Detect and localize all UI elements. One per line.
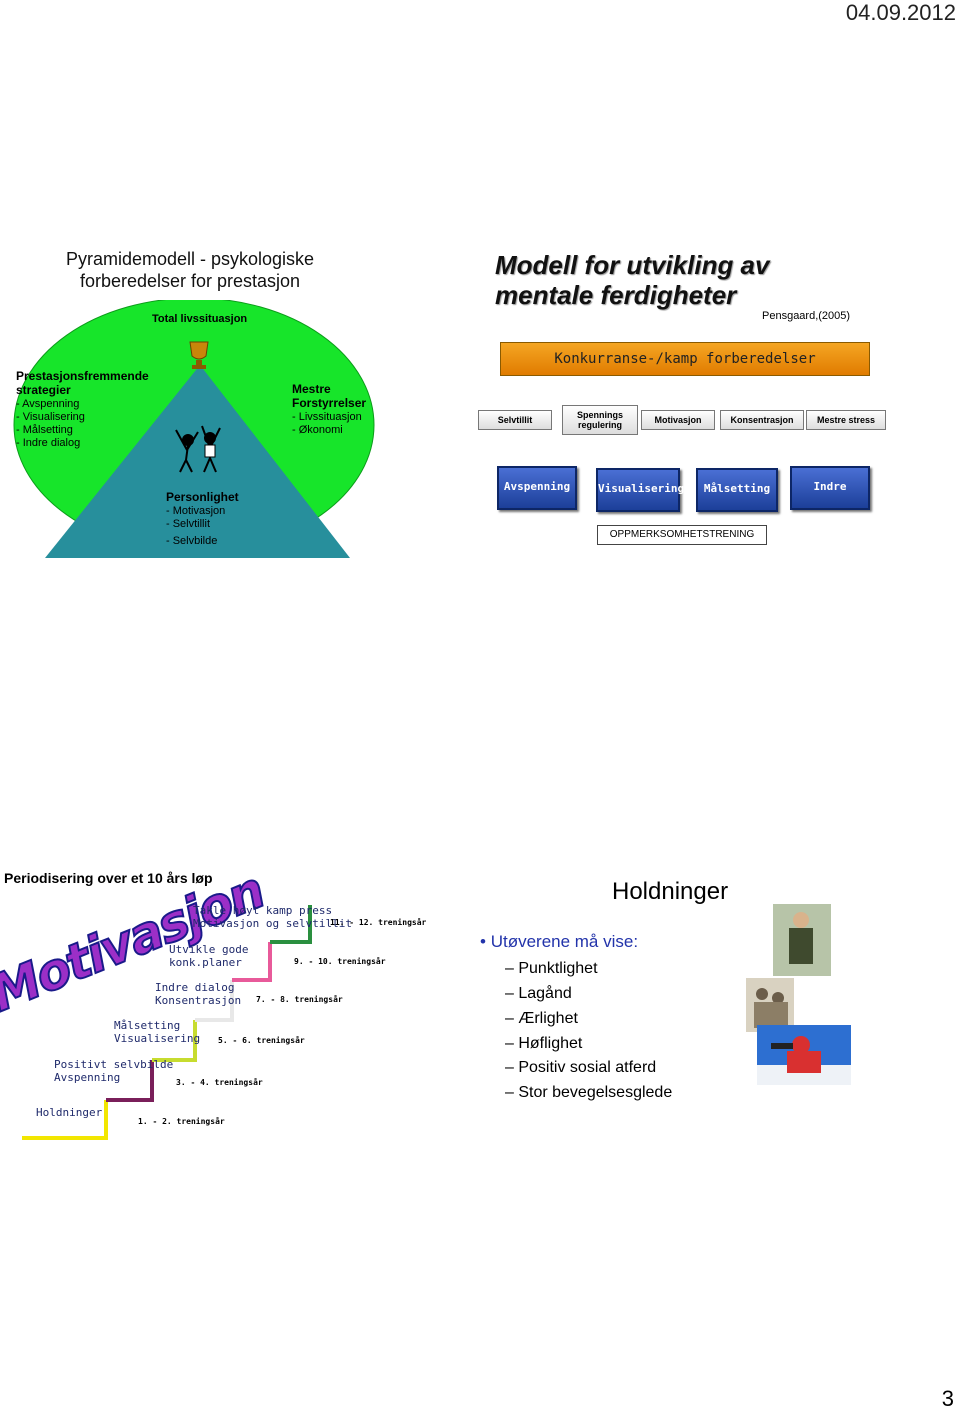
attitude-item: – Lagånd	[505, 985, 572, 1002]
page-number: 3	[941, 1386, 954, 1411]
bottom-heading: Personlighet	[166, 490, 239, 504]
skill-box: Spennings regulering	[562, 405, 638, 435]
lead-text: Utøverene må vise:	[490, 932, 639, 951]
step-years: 11. - 12. treningsår	[330, 918, 427, 927]
step-years: 5. - 6. treningsår	[218, 1036, 305, 1045]
slide1-title: Pyramidemodell - psykologiske forberedel…	[40, 248, 340, 292]
step-years: 7. - 8. treningsår	[256, 995, 343, 1004]
attitude-text: Punktlighet	[518, 960, 598, 977]
bullet-icon: •	[480, 932, 491, 951]
step-label: Holdninger	[36, 1106, 103, 1119]
attitude-item: – Ærlighet	[505, 1010, 578, 1027]
step-years: 9. - 10. treningsår	[294, 957, 386, 966]
step-years: 3. - 4. treningsår	[176, 1078, 263, 1087]
step-label: Indre dialog Konsentrasjon	[155, 981, 242, 1007]
slide3-title: Periodisering over et 10 års løp	[4, 870, 213, 886]
stair-step	[22, 1100, 108, 1140]
stair-step	[232, 942, 272, 982]
stair-step	[152, 1020, 197, 1062]
athletes-icon	[175, 425, 221, 473]
athlete-photo	[746, 978, 794, 1032]
step-label: Målsetting Visualisering	[114, 1019, 201, 1045]
left-item: - Visualisering	[16, 411, 85, 423]
stair-step	[195, 980, 234, 1022]
attitude-item: – Punktlighet	[505, 960, 598, 977]
step-years: 1. - 2. treningsår	[138, 1117, 225, 1126]
right-heading-line2: Forstyrrelser	[292, 396, 367, 410]
staircase-diagram	[22, 905, 312, 1140]
skill-box: Konsentrasjon	[720, 410, 804, 430]
bottom-item: - Motivasjon	[166, 505, 226, 517]
trophy-icon	[189, 341, 209, 369]
attitude-item: – Høflighet	[505, 1035, 583, 1052]
pyramid-triangle	[45, 365, 350, 558]
attitude-text: Ærlighet	[518, 1010, 578, 1027]
technique-box-avspenning: Avspenning	[497, 466, 577, 510]
pyramid-left-block: Prestasjonsfremmende strategier - Avspen…	[16, 370, 149, 450]
pyramid-bottom-block: Personlighet - Motivasjon - Selvtillit -…	[166, 491, 239, 548]
attitude-text: Høflighet	[518, 1035, 583, 1052]
athlete-photo	[757, 1025, 851, 1085]
step-label: Takle høyt kamp press Motivasjon og selv…	[193, 904, 352, 930]
slide1-title-line2: forberedelser for prestasjon	[79, 271, 301, 291]
attention-training-box: OPPMERKSOMHETSTRENING	[597, 525, 767, 545]
skill-box: Mestre stress	[806, 410, 886, 430]
step-label: Utvikle gode konk.planer	[169, 943, 249, 969]
bottom-item: - Selvtillit	[166, 518, 211, 530]
attitude-item: – Positiv sosial atferd	[505, 1059, 657, 1076]
pyramid-right-block: Mestre Forstyrrelser - Livssituasjon - Ø…	[292, 383, 366, 437]
slide4-lead: • Utøverene må vise:	[480, 932, 638, 952]
pyramid-diagram	[13, 300, 375, 558]
right-item: - Livssituasjon	[292, 411, 362, 423]
attitude-item: – Stor bevegelsesglede	[505, 1084, 673, 1101]
attitude-text: Lagånd	[518, 985, 572, 1002]
skill-box: Motivasjon	[641, 410, 715, 430]
left-heading-line2: strategier	[16, 383, 71, 397]
slide2-title-line2: mentale ferdigheter	[495, 280, 737, 310]
technique-box-indre-dialog: Indre dialog	[790, 466, 870, 531]
competition-banner: Konkurranse-/kamp forberedelser	[500, 342, 870, 376]
pyramid-top-label: Total livssituasjon	[152, 313, 248, 325]
slide2-title-line1: Modell for utvikling av	[495, 250, 770, 280]
stair-step	[270, 905, 312, 944]
athlete-photo	[773, 904, 831, 976]
right-heading-line1: Mestre	[292, 382, 331, 396]
technique-box-malsetting: Målsetting	[696, 468, 778, 512]
slide2-title: Modell for utvikling av mentale ferdighe…	[495, 250, 769, 310]
attitude-text: Stor bevegelsesglede	[518, 1084, 673, 1101]
slide1-title-line1: Pyramidemodell - psykologiske	[65, 249, 315, 269]
bottom-item: - Selvbilde	[166, 535, 218, 547]
left-item: - Avspenning	[16, 398, 80, 410]
stair-step	[106, 1060, 154, 1102]
date-header: 04.09.2012	[845, 0, 956, 25]
left-item: - Målsetting	[16, 424, 73, 436]
attitude-text: Positiv sosial atferd	[518, 1059, 657, 1076]
left-item: - Indre dialog	[16, 437, 81, 449]
step-label: Positivt selvbilde Avspenning	[54, 1058, 174, 1084]
left-heading-line1: Prestasjonsfremmende	[16, 369, 149, 383]
technique-box-visualisering: Visualisering	[596, 468, 684, 512]
right-item: - Økonomi	[292, 424, 343, 436]
reference-text: Pensgaard,(2005)	[762, 310, 851, 322]
slide4-title: Holdninger	[612, 878, 729, 905]
skill-box: Selvtillit	[478, 410, 552, 430]
